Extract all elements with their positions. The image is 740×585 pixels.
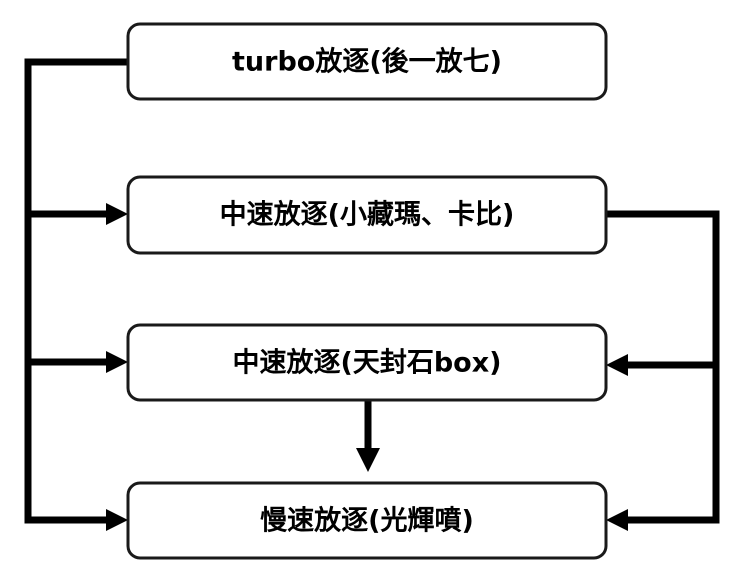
node-mid2-label: 中速放逐(天封石box) — [233, 347, 502, 379]
node-turbo-label: turbo放逐(後一放七) — [232, 46, 502, 78]
arrowhead-turbo-to-mid2 — [106, 351, 128, 373]
arrowhead-mid2-to-slow — [356, 448, 380, 472]
node-slow-box — [126, 481, 608, 560]
arrowhead-turbo-to-mid1 — [106, 203, 128, 225]
node-slow: 慢速放逐(光輝噴) — [126, 481, 608, 560]
node-slow-label: 慢速放逐(光輝噴) — [260, 505, 474, 537]
node-mid2-box — [126, 323, 608, 402]
node-mid1: 中速放逐(小藏瑪、卡比) — [126, 175, 608, 255]
node-mid2: 中速放逐(天封石box) — [126, 323, 608, 402]
arrowhead-mid1-to-slow — [606, 509, 628, 531]
node-mid1-box — [126, 175, 608, 255]
arrowhead-turbo-to-slow — [106, 509, 128, 531]
arrowhead-mid1-to-mid2 — [606, 354, 628, 376]
node-turbo-box — [126, 22, 608, 101]
node-mid1-label: 中速放逐(小藏瑪、卡比) — [220, 199, 515, 231]
node-turbo: turbo放逐(後一放七) — [126, 22, 608, 101]
connector-left-trunk — [24, 58, 128, 524]
